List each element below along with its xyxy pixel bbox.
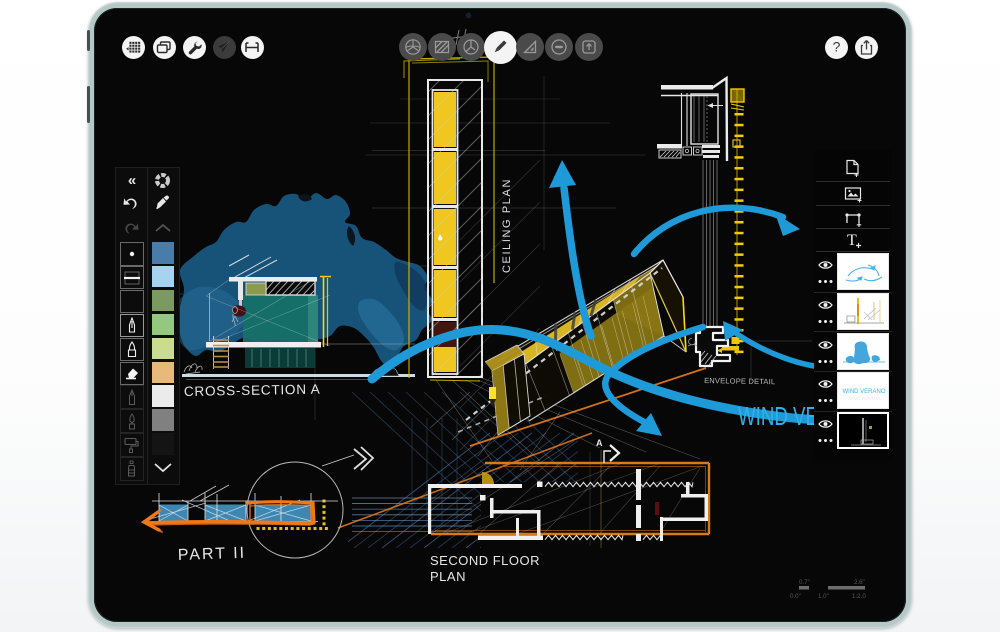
svg-text:ENVELOPE DETAIL: ENVELOPE DETAIL xyxy=(704,376,775,386)
svg-text:1:2.0: 1:2.0 xyxy=(852,593,866,600)
svg-text:0.0": 0.0" xyxy=(790,593,801,600)
svg-text:SECOND FLOOR: SECOND FLOOR xyxy=(430,553,540,568)
svg-text:WIND VERANO: WIND VERANO xyxy=(842,389,885,395)
svg-text:PART II: PART II xyxy=(178,545,247,564)
svg-text:0.7": 0.7" xyxy=(799,579,810,586)
svg-text:2.6": 2.6" xyxy=(854,579,865,586)
svg-text:PLAN: PLAN xyxy=(430,569,466,584)
svg-text:1.0": 1.0" xyxy=(818,593,829,600)
svg-text:WIND VE: WIND VE xyxy=(738,401,818,431)
svg-text:A: A xyxy=(596,438,603,448)
svg-text:?: ? xyxy=(832,39,840,55)
svg-text:T: T xyxy=(847,232,857,249)
svg-text:CROSS-SECTION A: CROSS-SECTION A xyxy=(184,382,321,399)
svg-text:WIND VERANO: WIND VERANO xyxy=(847,396,880,401)
svg-text:CEILING PLAN: CEILING PLAN xyxy=(501,178,513,273)
